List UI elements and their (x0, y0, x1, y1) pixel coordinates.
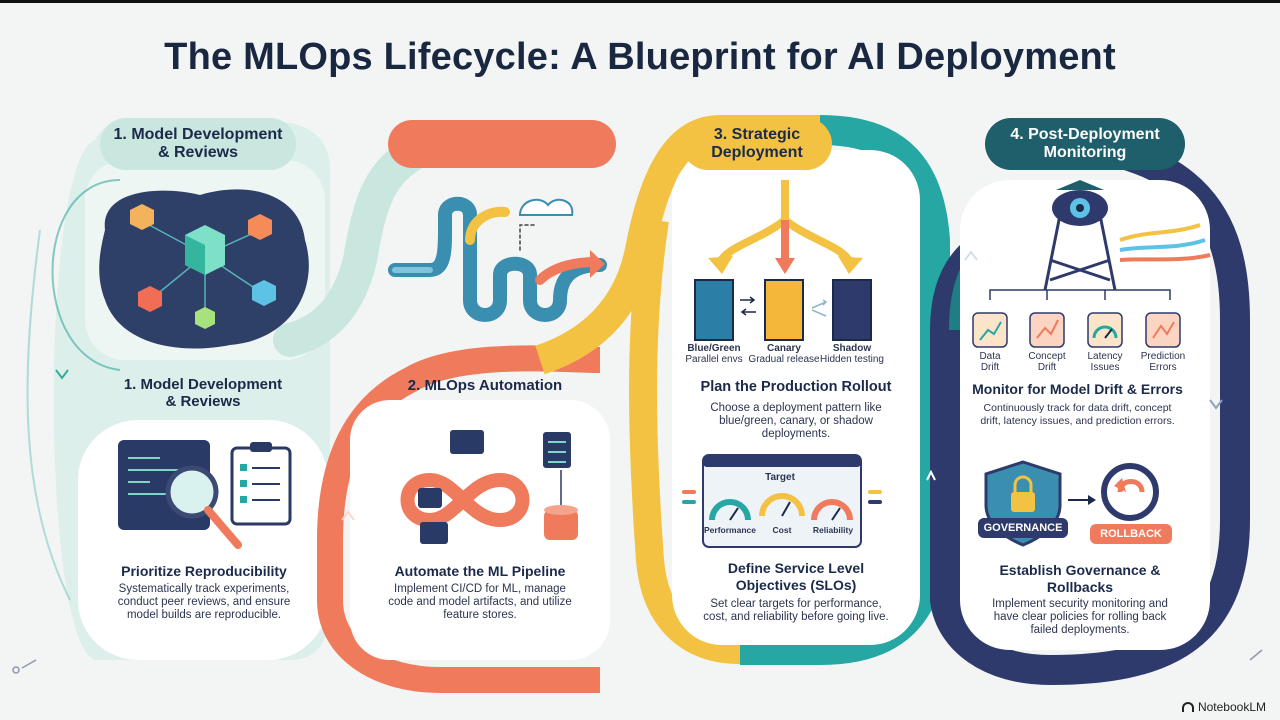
pipeline-illustration (388, 196, 607, 322)
door-canary-caption: Gradual release (748, 354, 820, 365)
teal-outer-arc (26, 229, 71, 601)
gauge-performance-label: Performance (704, 525, 756, 535)
page-title: The MLOps Lifecycle: A Blueprint for AI … (164, 36, 1116, 78)
monitoring-tower (989, 180, 1211, 300)
decor-marks (12, 649, 1263, 674)
flow-arrows (55, 250, 1223, 521)
door-shadow-name: Shadow (832, 343, 872, 354)
door-shadow-caption: Hidden testing (820, 354, 884, 365)
door-bluegreen-name: Blue/Green (687, 343, 741, 354)
door-bluegreen-caption: Parallel envs (685, 354, 743, 365)
stage4-heading: Monitor for Model Drift & Errors (972, 381, 1183, 397)
stage3-yellow-down (629, 217, 741, 664)
deployment-doors (694, 279, 872, 341)
stage2-top-pill (388, 120, 616, 168)
stage3-body: Choose a deployment pattern like blue/gr… (710, 402, 882, 440)
gauge-reliability-label: Reliability (812, 525, 854, 535)
slo-dashboard (682, 454, 882, 548)
stage2-heading: Automate the ML Pipeline (394, 563, 566, 579)
stage4-pill: 4. Post-Deployment Monitoring (1010, 126, 1160, 161)
gauge-cost-label: Cost (772, 525, 792, 535)
stage4-gov-body: Implement security monitoring and have c… (992, 598, 1168, 636)
brand-label: NotebookLM (1197, 700, 1266, 714)
metric-latency-issues: Latency Issues (1087, 351, 1123, 373)
deployment-arrows (708, 180, 863, 274)
stage4-body: Continuously track for data drift, conce… (980, 402, 1175, 427)
stage2-coral-ribbon (317, 345, 601, 693)
stage4-pill (985, 118, 1185, 170)
door-bluegreen: Blue/Green Parallel envs (672, 343, 756, 365)
stage2-section-label: 2. MLOps Automation (407, 377, 563, 394)
metric-prediction-errors: Prediction Errors (1140, 351, 1186, 373)
cicd-loop-illustration (400, 430, 578, 544)
governance-badge: GOVERNANCE (978, 518, 1068, 538)
door-canary-name: Canary (767, 343, 801, 354)
stage1-section-label: 1. Model Development & Reviews (123, 376, 283, 410)
metric-concept-drift: Concept Drift (1028, 351, 1066, 373)
teal-loop-arc (51, 179, 121, 371)
notebooklm-brand: NotebookLM (1181, 700, 1266, 714)
door-canary: Canary Gradual release (742, 343, 826, 365)
stage4-gov-heading: Establish Governance & Rollbacks (999, 562, 1161, 595)
metric-tiles (972, 312, 1181, 348)
stage2-body: Implement CI/CD for ML, manage code and … (388, 583, 572, 621)
stage3-heading: Plan the Production Rollout (700, 379, 892, 395)
metric-data-drift: Data Drift (979, 351, 1001, 373)
notebooklm-logo-icon (1181, 702, 1194, 712)
stage1-heading: Prioritize Reproducibility (121, 563, 287, 579)
stage1-pill: 1. Model Development & Reviews (100, 118, 296, 170)
stage3-pill (682, 118, 832, 170)
rollback-badge: ROLLBACK (1090, 524, 1172, 544)
stage1-body: Systematically track experiments, conduc… (117, 583, 291, 621)
cube-network-illustration (99, 189, 309, 349)
gauge-title: Target (765, 472, 795, 483)
stage3-slo-heading: Define Service Level Objectives (SLOs) (727, 560, 865, 593)
stage3-pill: 3. Strategic Deployment (711, 126, 803, 161)
code-review-illustration (118, 440, 292, 549)
stage3-slo-body: Set clear targets for performance, cost,… (703, 598, 889, 623)
stage1-to-2-ribbon (273, 133, 437, 357)
door-shadow: Shadow Hidden testing (810, 343, 894, 365)
